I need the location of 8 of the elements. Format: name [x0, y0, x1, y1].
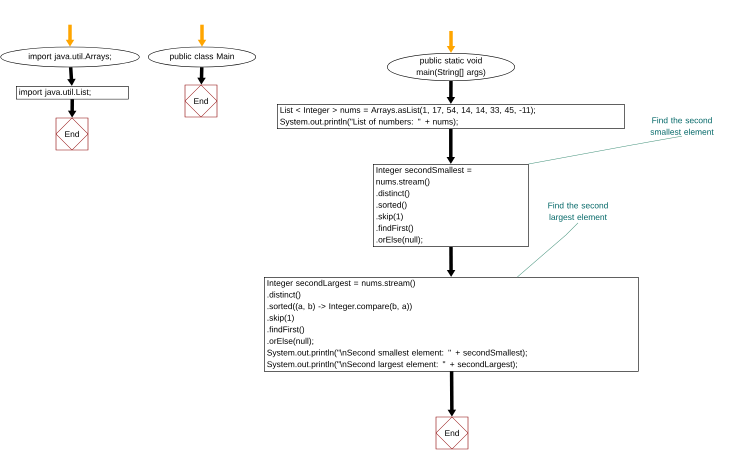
process-box: import java.util.List;	[16, 86, 129, 100]
process-box: Integer secondLargest = nums.stream() .distinct() .sorted((a, b) -> Integer.compare(b, a)) .skip(1) .findFirst() .orElse(null); System.out.println("\nSecond smallest element: " + secondSmallest); System.out.println("\nSecond largest element: " + secondLargest);	[264, 277, 639, 372]
process-box: List < Integer > nums = Arrays.asList(1, 17, 54, 14, 14, 33, 45, -11); System.out.println("List of numbers: " + nums);	[277, 104, 625, 130]
leader-line	[517, 222, 578, 278]
leader-line	[528, 136, 682, 164]
note-text: Find the second smallest element	[650, 117, 714, 135]
note-text: Find the second largest element	[548, 202, 608, 222]
process-box: Integer secondSmallest = nums.stream() .distinct() .sorted() .skip(1) .findFirst() .orElse(null);	[373, 164, 529, 248]
